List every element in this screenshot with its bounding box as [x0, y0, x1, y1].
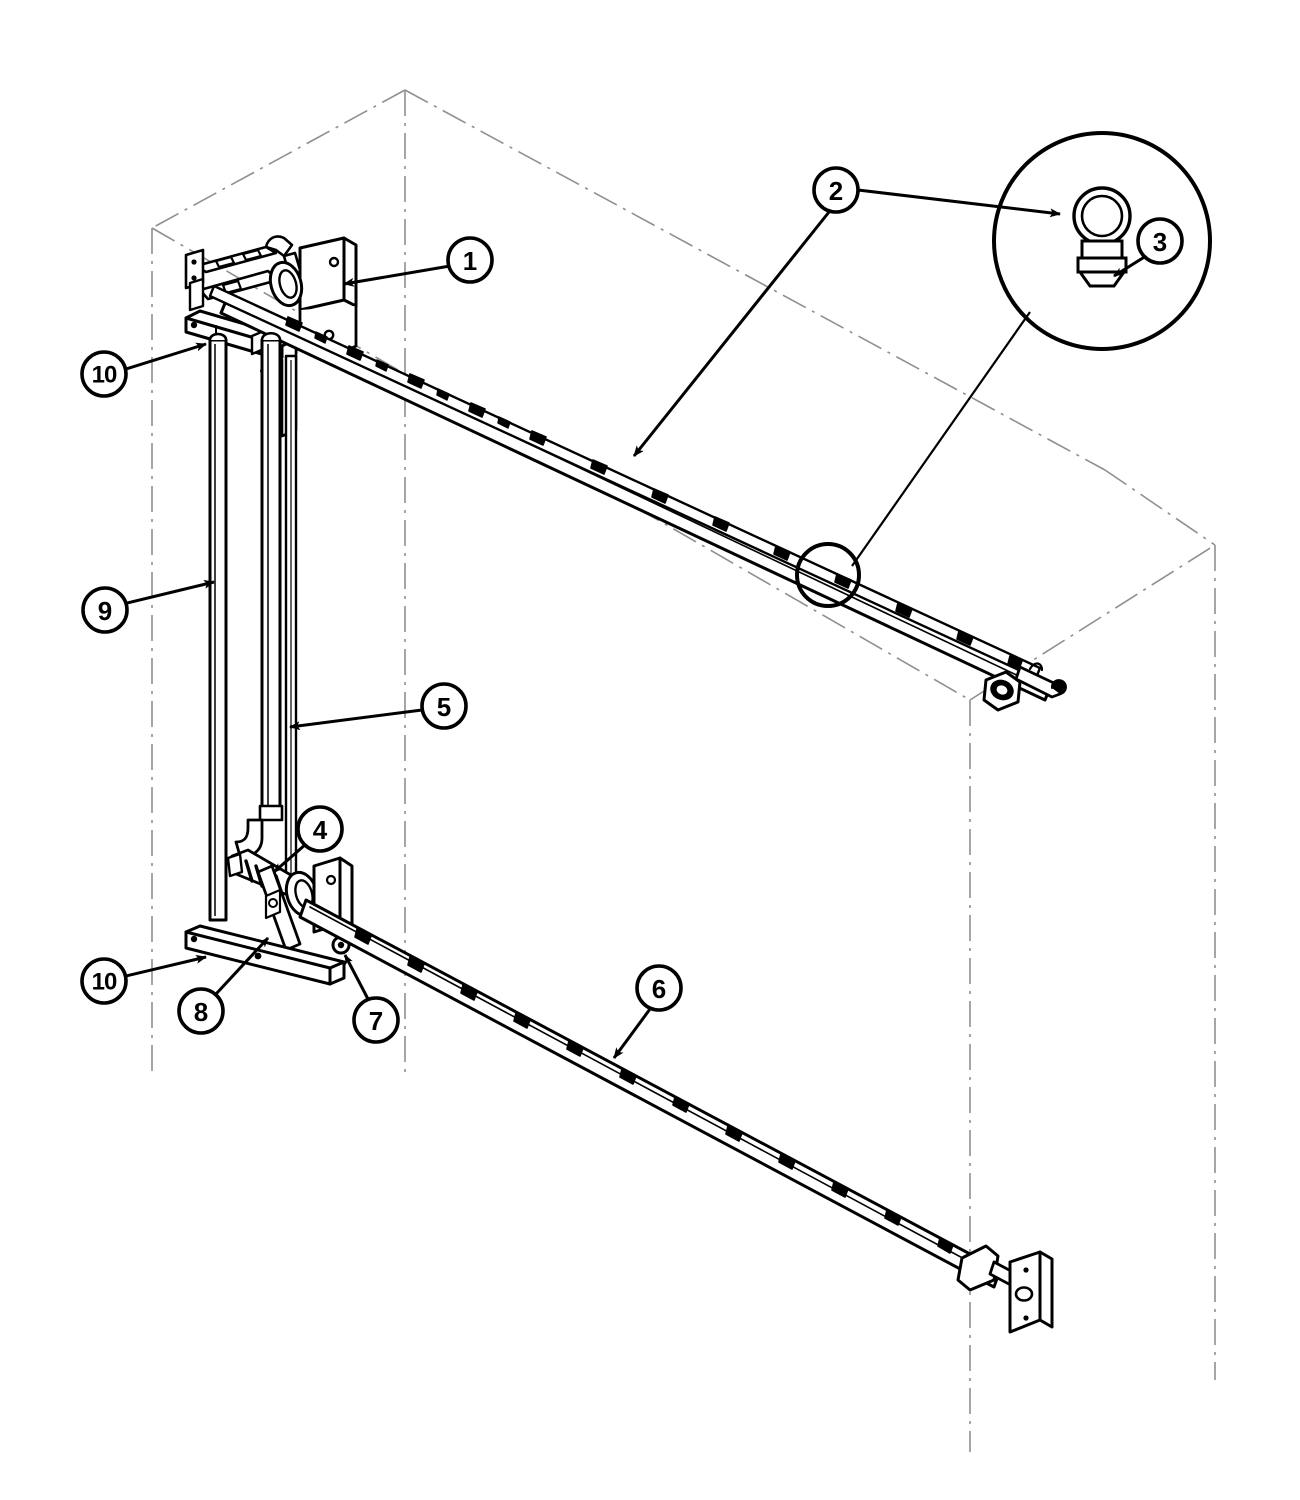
- machine-frame-phantom-outline: [151, 89, 1216, 1452]
- callout-2-label: 2: [829, 176, 843, 206]
- leader-10b: [125, 954, 207, 978]
- left-riser-pipe: [208, 332, 228, 922]
- leader-5: [289, 708, 423, 731]
- callout-3[interactable]: 3: [1136, 217, 1184, 265]
- callout-balloons: 1 2 3 4 5 6 7: [80, 166, 1184, 1044]
- callout-3-label: 3: [1153, 227, 1167, 257]
- nozzle-detail-bubble: [795, 131, 1212, 608]
- leader-6: [612, 1008, 652, 1059]
- leader-7: [343, 954, 370, 1000]
- spray-nozzle-detail: [1072, 186, 1132, 288]
- leader-3: [1113, 254, 1147, 278]
- upper-manifold-assembly: [184, 235, 1067, 712]
- support-brace: [256, 864, 302, 952]
- leader-4: [273, 842, 307, 874]
- leader-9: [126, 579, 215, 605]
- upper-pipe-mounting-bracket: [268, 236, 358, 354]
- callout-1-label: 1: [463, 246, 477, 276]
- callout-7-label: 7: [369, 1006, 383, 1036]
- leader-10a: [125, 342, 207, 371]
- lower-mounting-channel: [184, 924, 351, 986]
- callout-4[interactable]: 4: [296, 805, 344, 853]
- callout-4-label: 4: [313, 815, 328, 845]
- callout-9-label: 9: [98, 596, 112, 626]
- callout-8[interactable]: 8: [177, 987, 225, 1035]
- vertical-riser-group: [208, 331, 298, 922]
- leader-8: [214, 936, 270, 996]
- callout-5-label: 5: [437, 692, 451, 722]
- callout-10-lower[interactable]: 10: [80, 957, 128, 1005]
- callout-10-upper[interactable]: 10: [80, 350, 128, 398]
- right-riser-pipe: [258, 331, 284, 822]
- detail-source-marker: [795, 542, 861, 608]
- callout-6-label: 6: [652, 974, 666, 1004]
- callout-1[interactable]: 1: [446, 236, 494, 284]
- upper-bar-end-fitting: [982, 662, 1067, 712]
- callout-5[interactable]: 5: [420, 682, 468, 730]
- leader-2a: [632, 211, 831, 457]
- callout-8-label: 8: [194, 997, 208, 1027]
- lower-bar-end-bracket: [956, 1244, 1054, 1334]
- spray-nozzle-row-rear: [314, 331, 511, 429]
- leader-2b: [857, 188, 1061, 218]
- leader-lines: [125, 188, 1147, 1059]
- upper-spray-bar: [208, 284, 1067, 712]
- callout-9[interactable]: 9: [81, 586, 129, 634]
- lower-spray-bar: [298, 898, 1054, 1334]
- callout-6[interactable]: 6: [635, 964, 683, 1012]
- lower-manifold-assembly: [184, 818, 1054, 1334]
- spray-nozzle-row: [285, 316, 1023, 670]
- leader-1: [343, 264, 451, 287]
- lower-spray-nozzle-row: [354, 928, 954, 1254]
- callout-10-lower-label: 10: [92, 969, 117, 996]
- callout-10-upper-label: 10: [92, 362, 117, 389]
- callout-2[interactable]: 2: [812, 166, 860, 214]
- callout-7[interactable]: 7: [352, 996, 400, 1044]
